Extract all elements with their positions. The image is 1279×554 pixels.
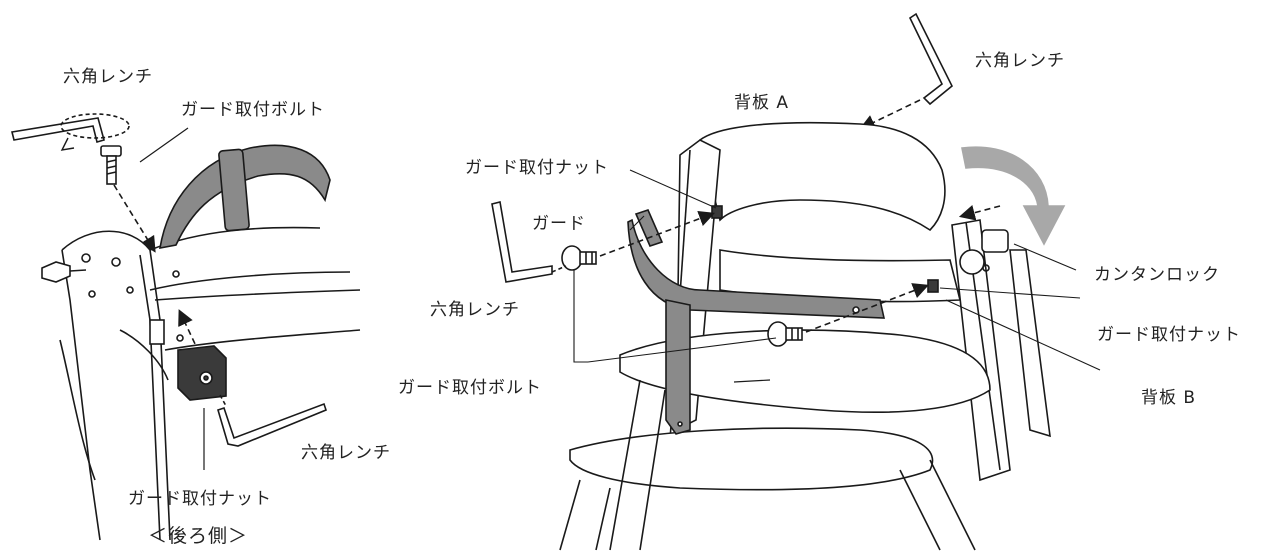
label-back-board-a: 背板 A <box>734 93 790 113</box>
guard-bolt-icon <box>100 145 122 185</box>
label-back-board-b: 背板 B <box>1141 388 1197 408</box>
guard-icon <box>627 209 886 435</box>
label-back-side: ＜後ろ側＞ <box>148 525 249 547</box>
hex-wrench-icon-2 <box>217 402 327 447</box>
rotate-arrow-icon <box>961 146 1066 246</box>
label-wrench-top-left: 六角レンチ <box>63 67 153 87</box>
hex-wrench-icon <box>11 117 105 143</box>
guard-bolt-icon-2 <box>561 245 597 271</box>
guard-bolt-icon-3 <box>767 321 803 347</box>
hex-wrench-icon-4 <box>491 201 553 283</box>
hex-wrench-icon-3 <box>908 12 954 106</box>
main-chair <box>491 12 1101 551</box>
label-guard-nut-left: ガード取付ナット <box>128 489 272 509</box>
label-guard-nut-top: ガード取付ナット <box>465 158 609 178</box>
label-guard-nut-right: ガード取付ナット <box>1097 325 1241 345</box>
label-guard-bolt-bottom: ガード取付ボルト <box>398 378 542 398</box>
label-wrench-top-right: 六角レンチ <box>975 51 1065 71</box>
guard-nut-icon <box>177 345 227 401</box>
left-detail <box>11 113 361 541</box>
label-kantan-lock: カンタンロック <box>1094 265 1220 285</box>
label-guard-bolt-left: ガード取付ボルト <box>181 100 325 120</box>
label-wrench-bottom-left: 六角レンチ <box>301 443 391 463</box>
label-guard: ガード <box>532 214 586 234</box>
back-board-a <box>699 121 946 232</box>
label-wrench-mid: 六角レンチ <box>430 300 520 320</box>
